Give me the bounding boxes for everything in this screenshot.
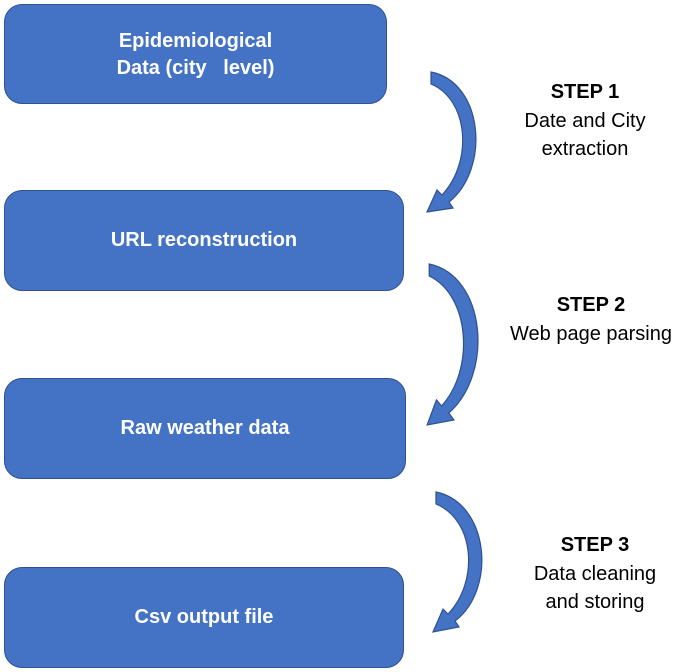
step-2-annotation: STEP 2 Web page parsing (497, 291, 685, 348)
step-1-annotation: STEP 1 Date and City extraction (500, 78, 670, 164)
raw-weather-data-box: Raw weather data (4, 378, 406, 479)
csv-output-file-label: Csv output file (134, 606, 274, 628)
epidemiological-data-box: Epidemiological Data (city level) (4, 4, 387, 104)
step-3-annotation: STEP 3 Data cleaning and storing (525, 531, 665, 617)
url-reconstruction-label: URL reconstruction (110, 229, 298, 251)
step-2-description: Web page parsing (510, 322, 672, 345)
url-reconstruction-box: URL reconstruction (4, 190, 404, 291)
curved-arrow-icon (426, 263, 479, 426)
step-2-title: STEP 2 (556, 294, 626, 316)
step-3-description: Data cleaning and storing (533, 562, 657, 614)
curved-arrow-icon (431, 491, 483, 633)
step-3-title: STEP 3 (560, 534, 630, 556)
epidemiological-data-label: Epidemiological Data (city level) (116, 30, 275, 79)
raw-weather-data-label: Raw weather data (120, 417, 290, 439)
csv-output-file-box: Csv output file (4, 567, 404, 668)
step-1-description: Date and City extraction (524, 109, 646, 161)
curved-arrow-icon (425, 71, 477, 213)
step-1-title: STEP 1 (550, 81, 620, 103)
